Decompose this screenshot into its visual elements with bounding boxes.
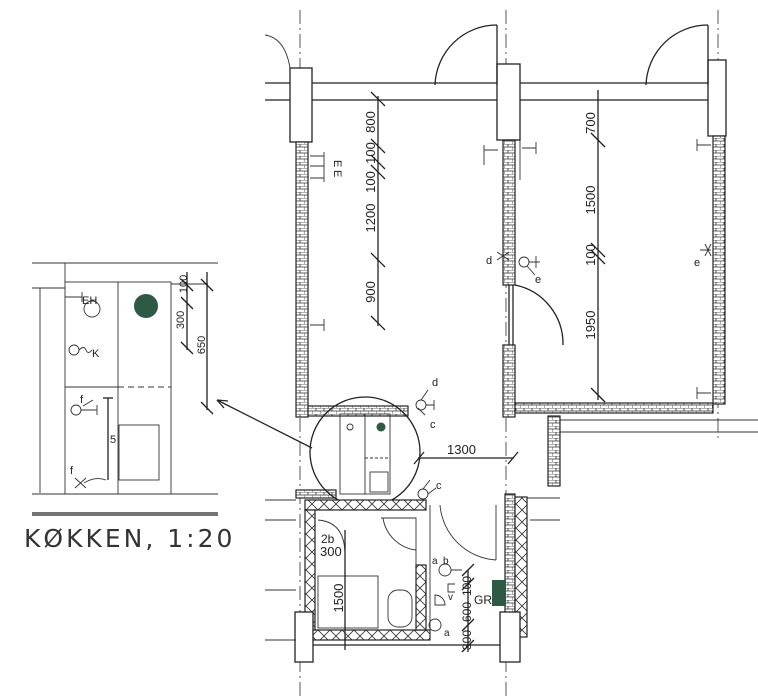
dim-label: 100 <box>363 142 378 164</box>
inset-label: EH <box>82 295 97 307</box>
bath-label: b <box>443 556 449 567</box>
left-room-dimension <box>370 91 386 331</box>
top-doors <box>264 24 709 86</box>
dim-label: 1500 <box>583 186 598 215</box>
dim-label: 1300 <box>447 442 476 457</box>
dim-label: 700 <box>583 112 598 134</box>
top-beam <box>265 82 708 101</box>
inset-label: f <box>70 465 74 477</box>
wall <box>295 141 309 418</box>
outlet-icon <box>310 152 325 331</box>
left-edge-lines <box>265 497 560 641</box>
wall-label: c <box>430 419 436 431</box>
wall <box>504 493 516 615</box>
bath-label: a <box>444 628 450 639</box>
wall <box>502 139 516 286</box>
dim-label: 900 <box>363 281 378 303</box>
outlet-icon <box>483 139 712 399</box>
wall <box>514 402 714 414</box>
gr-equipment <box>492 580 506 606</box>
drawing-title: KØKKEN, 1:20 <box>24 524 236 553</box>
gr-label: GR <box>474 593 492 607</box>
inset-label: K <box>92 348 100 360</box>
right-room-dimension <box>590 90 606 403</box>
dim-label: 1500 <box>331 584 346 613</box>
column <box>707 59 727 137</box>
wall <box>502 344 516 418</box>
dim-label: 600 <box>460 602 474 622</box>
wall <box>547 415 561 487</box>
dim-label: 650 <box>196 336 208 354</box>
wall-label: c <box>436 480 442 492</box>
width-dimension <box>413 451 519 465</box>
bath-label: a <box>432 556 438 567</box>
column <box>496 63 521 141</box>
inset-label: f <box>80 394 84 406</box>
dim-label: 300 <box>460 630 474 650</box>
inset-label: 5 <box>110 434 116 446</box>
outlet-label: E <box>331 170 343 177</box>
kitchen-inset <box>32 262 218 516</box>
wall <box>295 489 337 499</box>
bath-label: 2b <box>321 532 335 546</box>
wall-label: d <box>486 255 492 267</box>
dim-label: 800 <box>363 111 378 133</box>
wall <box>712 135 726 405</box>
dim-label: 1200 <box>363 204 378 233</box>
dim-label: 100 <box>583 244 598 266</box>
dim-label: 300 <box>175 311 187 329</box>
wall-label: e <box>535 274 541 286</box>
column <box>289 67 313 143</box>
bath-label: v <box>448 592 453 603</box>
wall-label: d <box>432 377 438 389</box>
dim-label: 100 <box>178 275 190 293</box>
switch-icon <box>415 389 437 500</box>
dim-label: 300 <box>320 544 342 559</box>
wall <box>307 405 409 417</box>
dim-label: 100 <box>363 171 378 193</box>
dim-label: 100 <box>460 576 474 596</box>
bathroom <box>294 496 528 663</box>
outlet-label: E <box>331 160 343 167</box>
wall-label: e <box>694 257 700 269</box>
dim-label: 1950 <box>583 311 598 340</box>
